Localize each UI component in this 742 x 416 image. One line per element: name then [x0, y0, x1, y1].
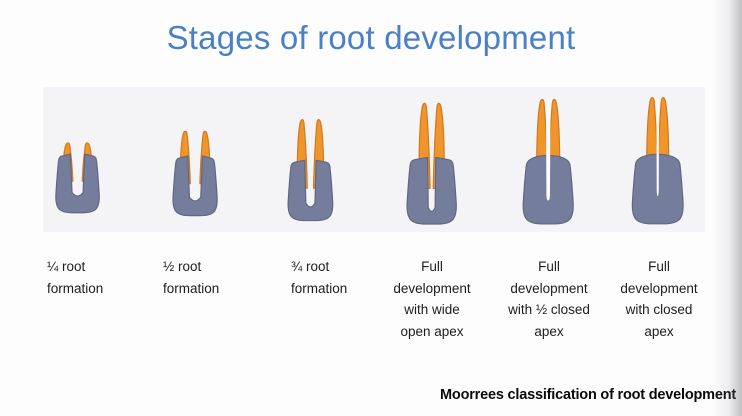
stage-label-5: Full development with ½ closed apex [508, 259, 590, 339]
tooth-stage-5-column [488, 80, 608, 232]
tooth-stage-3-column [250, 80, 370, 232]
tooth-half-root-icon [164, 126, 226, 221]
diagram-background-panel [43, 87, 705, 232]
tooth-full-half-closed-apex-icon [513, 93, 583, 230]
tooth-stage-6-column [598, 80, 718, 232]
footer-caption: Moorrees classification of root developm… [440, 387, 736, 403]
page-title: Stages of root development [166, 19, 576, 56]
stage-label-1: ¼ root formation [47, 259, 104, 296]
tooth-stage-1-column [18, 80, 138, 232]
stage-label-2: ½ root formation [163, 259, 220, 296]
tooth-three-quarter-root-icon [279, 114, 342, 226]
tooth-full-wide-open-apex-icon [397, 97, 466, 230]
stage-label-6: Full development with closed apex [620, 259, 698, 339]
tooth-quarter-root-icon [47, 138, 108, 218]
tooth-full-closed-apex-icon [622, 91, 693, 230]
stage-label-3: ¾ root formation [291, 259, 348, 296]
tooth-stage-2-column [135, 80, 255, 232]
stage-label-4: Full development with wide open apex [393, 259, 471, 339]
tooth-diagram-row [0, 80, 742, 232]
tooth-stage-4-column [372, 80, 492, 232]
